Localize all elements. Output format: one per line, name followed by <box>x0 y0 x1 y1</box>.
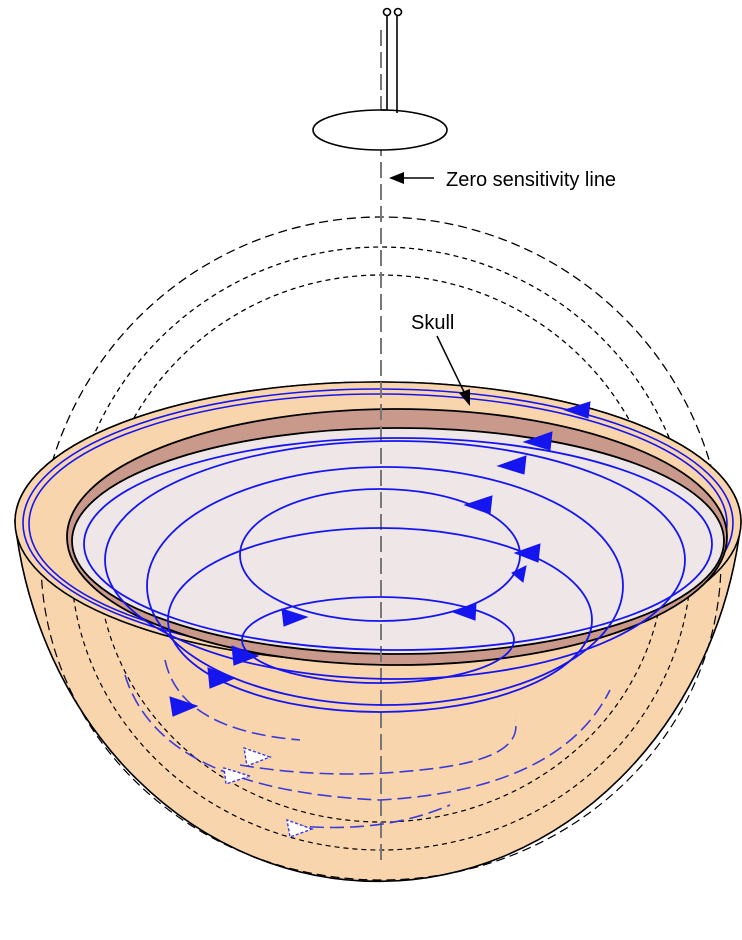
current-loop-5 <box>241 596 515 684</box>
brain-surface <box>71 427 725 655</box>
lead-terminal-left <box>382 7 392 17</box>
arrowhead <box>231 645 260 666</box>
zero-sensitivity-arrowhead <box>389 172 404 184</box>
hidden-loop-1 <box>124 674 611 801</box>
arrowhead <box>169 696 199 717</box>
pickup-loop <box>312 109 448 151</box>
hidden-arrowhead <box>243 746 273 767</box>
current-loop-2 <box>104 440 686 680</box>
arrowhead <box>451 602 477 621</box>
skull-pointer <box>436 335 467 397</box>
arrowhead <box>207 667 237 689</box>
hidden-loop-2 <box>239 719 517 775</box>
current-loop-6 <box>167 527 593 713</box>
arrowhead <box>563 401 591 419</box>
current-loops <box>83 437 713 713</box>
skull-arrowhead <box>459 389 470 406</box>
arrowhead <box>496 455 527 475</box>
current-arrowheads <box>169 401 591 717</box>
hidden-loop-3 <box>289 804 451 829</box>
hidden-loop-4 <box>164 659 301 741</box>
arrowhead <box>463 495 493 515</box>
arrowhead <box>513 543 541 563</box>
hidden-arrowhead <box>286 818 315 838</box>
skull-annotation: Skull <box>411 312 470 406</box>
current-loop-1 <box>83 437 713 651</box>
magnetometer-coil <box>312 7 448 151</box>
arrowhead <box>522 431 553 451</box>
arrowhead <box>511 565 527 583</box>
current-loop-3 <box>146 466 624 706</box>
hidden-current-loops <box>124 659 611 829</box>
hidden-arrowhead <box>223 767 253 785</box>
hidden-arrowheads <box>223 746 315 838</box>
zero-sensitivity-annotation: Zero sensitivity line <box>389 169 616 191</box>
arrowhead <box>281 608 309 627</box>
lead-terminal-right <box>393 7 403 17</box>
skull-label: Skull <box>411 312 454 334</box>
zero-sensitivity-label: Zero sensitivity line <box>446 169 616 191</box>
